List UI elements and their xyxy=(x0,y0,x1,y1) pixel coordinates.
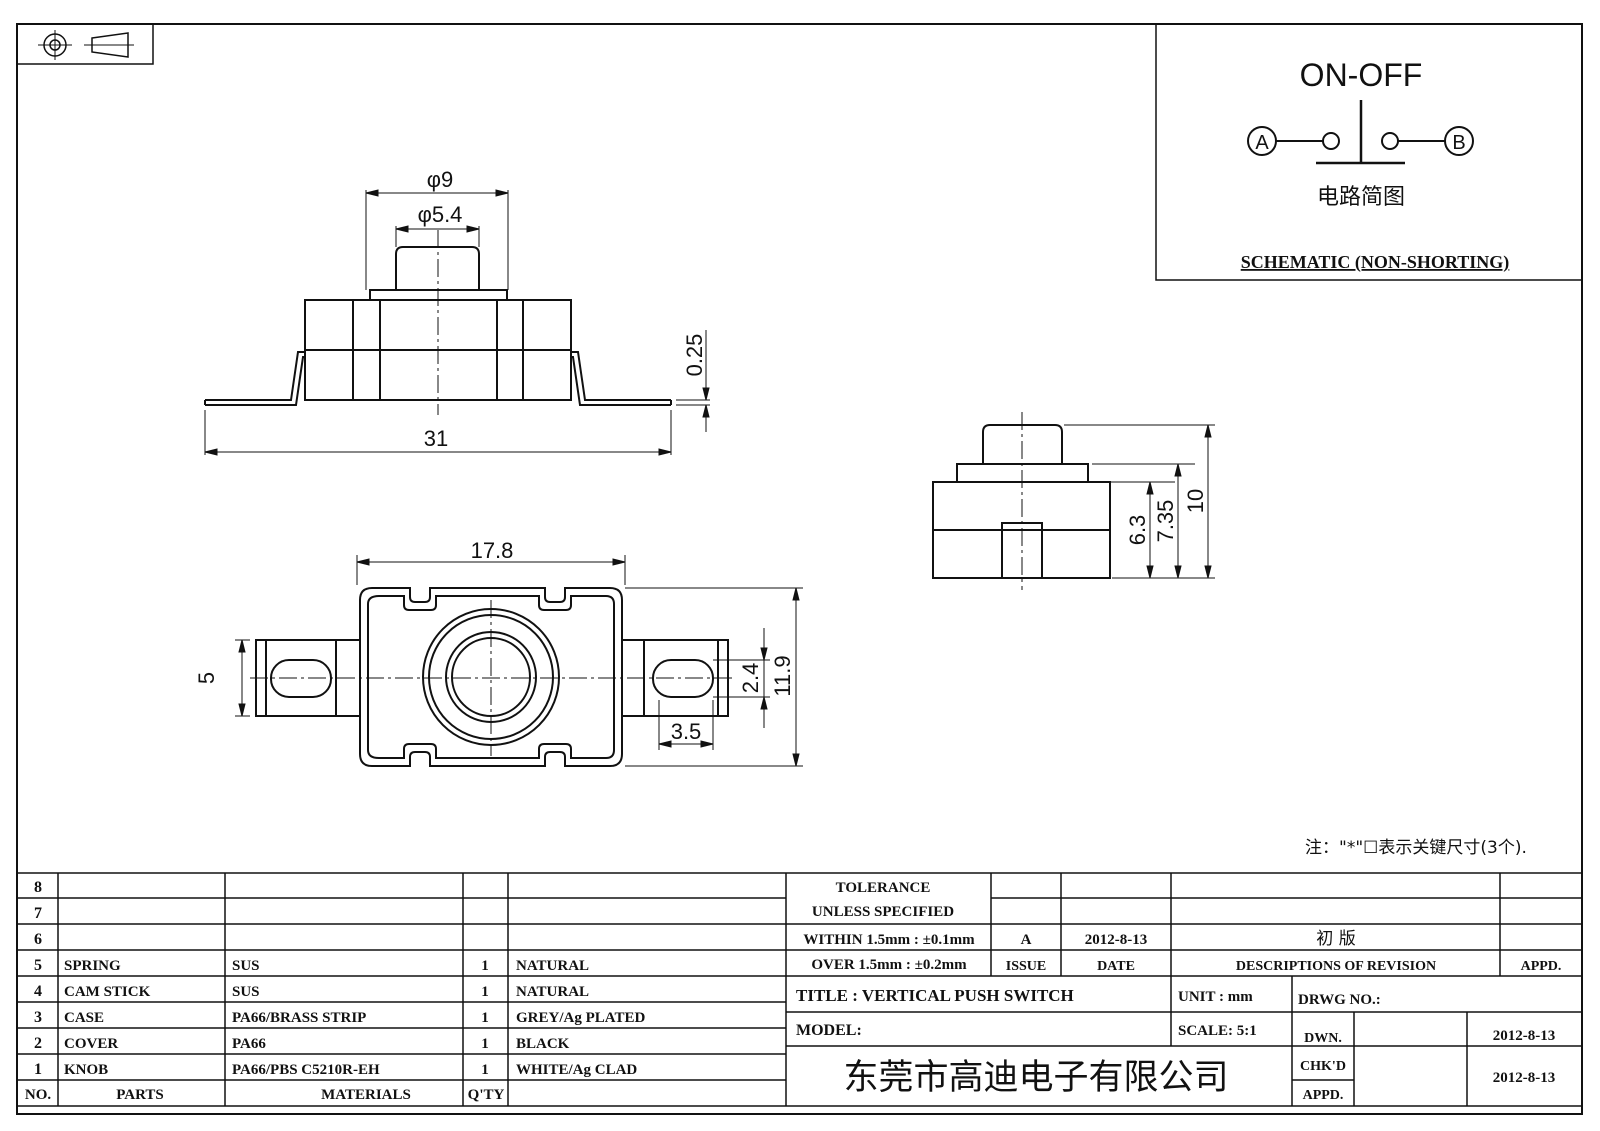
sheet-border xyxy=(16,23,1583,1115)
critical-dimension-note: 注："*"☐表示关键尺寸(3个). xyxy=(1305,838,1527,858)
bom-material: PA66/PBS C5210R-EH xyxy=(232,1062,380,1078)
dim-height-10: 10 xyxy=(1183,489,1208,513)
checked-by-label: CHK'D xyxy=(1300,1059,1346,1074)
bom-color: NATURAL xyxy=(516,984,589,1000)
drawing-scale: SCALE: 5:1 xyxy=(1178,1023,1257,1039)
bom-part: CAM STICK xyxy=(64,984,151,1000)
terminal-b-circle xyxy=(1444,126,1474,156)
revision-appd-label: APPD. xyxy=(1521,959,1562,974)
bom-row: 2 COVER PA66 1 BLACK xyxy=(34,1035,570,1052)
bom-header-qty: Q'TY xyxy=(468,1087,505,1103)
schematic-label: ON-OFF xyxy=(1300,57,1423,93)
bom-header-no: NO. xyxy=(25,1087,52,1103)
bom-qty: 1 xyxy=(481,1010,489,1026)
terminal-b-label: B xyxy=(1452,132,1465,154)
drawing-unit: UNIT : mm xyxy=(1178,989,1253,1005)
drawing-info-block: TITLE : VERTICAL PUSH SWITCH UNIT : mm D… xyxy=(796,986,1555,1103)
drawing-model: MODEL: xyxy=(796,1022,862,1039)
dim-diameter-5-4: φ5.4 xyxy=(418,202,463,227)
bom-qty: 1 xyxy=(481,1062,489,1078)
bom-no: 1 xyxy=(34,1061,42,1078)
bom-no: 4 xyxy=(34,983,42,1000)
checked-date: 2012-8-13 xyxy=(1493,1070,1556,1086)
bom-color: NATURAL xyxy=(516,958,589,974)
revision-desc-label: DESCRIPTIONS OF REVISION xyxy=(1236,959,1436,974)
bom-no: 5 xyxy=(34,957,42,974)
revision-block: A 2012-8-13 初 版 ISSUE DATE DESCRIPTIONS … xyxy=(1006,929,1562,974)
dim-slot-2-4: 2.4 xyxy=(738,663,763,694)
drawn-date: 2012-8-13 xyxy=(1493,1028,1556,1044)
bom-material: PA66/BRASS STRIP xyxy=(232,1010,366,1026)
bom-header: NO. PARTS MATERIALS Q'TY xyxy=(25,1087,505,1103)
drawing-title: TITLE : VERTICAL PUSH SWITCH xyxy=(796,986,1074,1005)
revision-description: 初 版 xyxy=(1316,929,1355,949)
revision-issue-label: ISSUE xyxy=(1006,959,1046,974)
bom-color: WHITE/Ag CLAD xyxy=(516,1062,637,1078)
top-view xyxy=(255,587,729,767)
bom-row-no-6: 6 xyxy=(34,931,42,948)
schematic-panel: ON-OFF A B 电路简图 SCHEMATIC (NON-SHORTING) xyxy=(1155,23,1583,281)
drawing-number-label: DRWG NO.: xyxy=(1298,992,1381,1008)
company-name: 东莞市高迪电子有限公司 xyxy=(843,1058,1228,1098)
bom-row: 1 KNOB PA66/PBS C5210R-EH 1 WHITE/Ag CLA… xyxy=(34,1061,637,1078)
dim-height-7-35: 7.35 xyxy=(1153,500,1178,543)
bom-part: SPRING xyxy=(64,958,121,974)
bom-material: SUS xyxy=(232,958,260,974)
top-view-dimensions xyxy=(235,555,803,767)
dim-height-11-9: 11.9 xyxy=(770,655,795,696)
terminal-a-label: A xyxy=(1255,132,1269,154)
first-angle-projection-icon xyxy=(16,23,154,65)
bom-header-parts: PARTS xyxy=(116,1087,164,1103)
dim-width-17-8: 17.8 xyxy=(471,538,514,563)
bom-row-no-8: 8 xyxy=(34,879,42,896)
bom-color: BLACK xyxy=(516,1036,570,1052)
tolerance-line-4: OVER 1.5mm : ±0.2mm xyxy=(811,957,967,973)
dim-tab-5: 5 xyxy=(194,672,219,684)
bom-material: PA66 xyxy=(232,1036,266,1052)
drawn-by-label: DWN. xyxy=(1304,1031,1342,1046)
tolerance-line-2: UNLESS SPECIFIED xyxy=(812,904,954,920)
bom-part: CASE xyxy=(64,1010,104,1026)
bom-qty: 1 xyxy=(481,958,489,974)
bom-row-no-7: 7 xyxy=(34,905,42,922)
dim-thickness-0-25: 0.25 xyxy=(682,334,707,377)
schematic-caption-cn: 电路简图 xyxy=(1317,185,1405,210)
side-view-dimensions xyxy=(1064,424,1215,579)
bom-part: COVER xyxy=(64,1036,118,1052)
approved-by-label: APPD. xyxy=(1303,1088,1344,1103)
dim-height-6-3: 6.3 xyxy=(1125,515,1150,546)
schematic-caption: SCHEMATIC (NON-SHORTING) xyxy=(1241,252,1510,273)
front-view-dimensions xyxy=(204,189,710,456)
tolerance-line-3: WITHIN 1.5mm : ±0.1mm xyxy=(803,932,975,948)
bom-qty: 1 xyxy=(481,984,489,1000)
dim-width-31: 31 xyxy=(424,426,448,451)
tolerance-block: TOLERANCE UNLESS SPECIFIED WITHIN 1.5mm … xyxy=(803,880,975,973)
tolerance-line-1: TOLERANCE xyxy=(836,880,931,896)
bom-row: 4 CAM STICK SUS 1 NATURAL xyxy=(34,983,589,1000)
bom-header-materials: MATERIALS xyxy=(321,1087,411,1103)
bom-no: 2 xyxy=(34,1035,42,1052)
bom-row: 5 SPRING SUS 1 NATURAL xyxy=(34,957,589,974)
title-block-grid xyxy=(17,872,1582,1107)
bom-color: GREY/Ag PLATED xyxy=(516,1010,645,1026)
revision-date-label: DATE xyxy=(1097,959,1135,974)
bom-part: KNOB xyxy=(64,1062,108,1078)
bom-qty: 1 xyxy=(481,1036,489,1052)
revision-date: 2012-8-13 xyxy=(1085,932,1148,948)
bom-material: SUS xyxy=(232,984,260,1000)
bom-row: 3 CASE PA66/BRASS STRIP 1 GREY/Ag PLATED xyxy=(34,1009,645,1026)
revision-issue: A xyxy=(1021,932,1032,948)
bom-no: 3 xyxy=(34,1009,42,1026)
dim-slot-3-5: 3.5 xyxy=(671,719,702,744)
dim-diameter-9: φ9 xyxy=(427,167,454,192)
